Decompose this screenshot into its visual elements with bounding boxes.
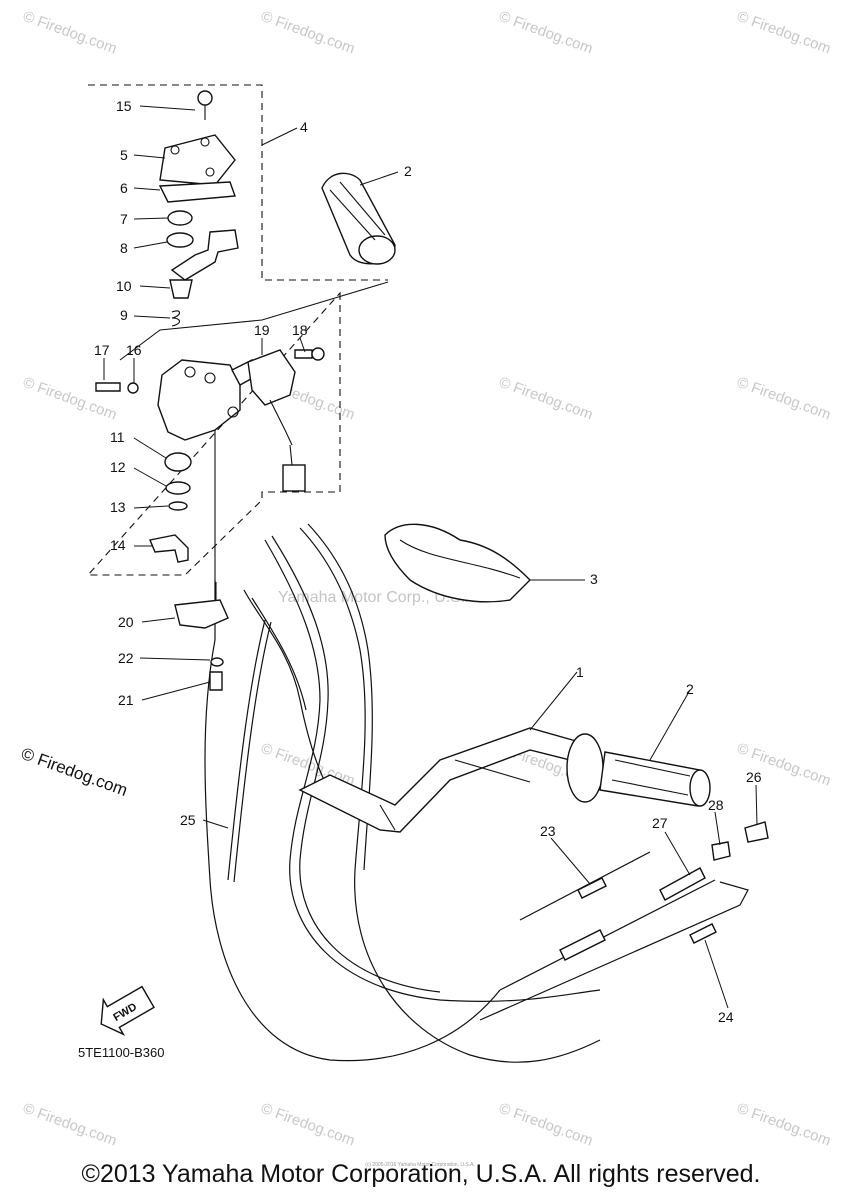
cable-23 bbox=[519, 851, 651, 921]
bushing-11 bbox=[164, 452, 192, 472]
watermark: © Firedog.com bbox=[497, 374, 595, 424]
adjuster-26 bbox=[744, 821, 769, 843]
watermark: © Firedog.com bbox=[497, 8, 595, 58]
callouts: 1 2 2 3 4 5 6 7 8 9 10 11 12 13 14 15 16… bbox=[94, 98, 762, 1025]
bracket bbox=[170, 229, 239, 281]
callout-12: 12 bbox=[110, 459, 126, 475]
spring-9 bbox=[171, 310, 181, 327]
washer-12 bbox=[165, 481, 191, 495]
footer-copyright: ©2013 Yamaha Motor Corporation, U.S.A. A… bbox=[81, 1160, 761, 1188]
cable-24 bbox=[479, 881, 749, 1021]
connector bbox=[282, 464, 306, 492]
callout-22: 22 bbox=[118, 650, 134, 666]
side-copyright: © Firedog.com bbox=[19, 744, 130, 800]
callout-10: 10 bbox=[116, 278, 132, 294]
watermark: © Firedog.com bbox=[21, 374, 119, 424]
callout-19: 19 bbox=[254, 322, 270, 338]
callout-5: 5 bbox=[120, 147, 128, 163]
washer-22 bbox=[210, 657, 224, 667]
callout-14: 14 bbox=[110, 537, 126, 553]
callout-7: 7 bbox=[120, 211, 128, 227]
callout-2: 2 bbox=[404, 163, 412, 179]
watermark: © Firedog.com bbox=[21, 8, 119, 58]
fwd-arrow-icon: FWD bbox=[100, 985, 155, 1036]
diagram-code: 5TE1100-B360 bbox=[78, 1045, 165, 1060]
cable-27 bbox=[499, 867, 716, 991]
callout-15: 15 bbox=[116, 98, 132, 114]
lever-14 bbox=[149, 534, 189, 563]
watermark: © Firedog.com bbox=[259, 1100, 357, 1150]
throttle-housing bbox=[157, 359, 241, 441]
adjuster-28 bbox=[711, 841, 731, 861]
callout-8: 8 bbox=[120, 240, 128, 256]
callout-20: 20 bbox=[118, 614, 134, 630]
watermark: © Firedog.com bbox=[21, 1100, 119, 1150]
washer-13 bbox=[168, 501, 188, 511]
callout-4: 4 bbox=[300, 119, 308, 135]
bolt-21 bbox=[209, 671, 223, 691]
gasket bbox=[158, 181, 236, 203]
callout-27: 27 bbox=[652, 815, 668, 831]
watermark: © Firedog.com bbox=[735, 8, 833, 58]
screw-18 bbox=[294, 349, 313, 359]
watermark: © Firedog.com bbox=[735, 1100, 833, 1150]
watermark: © Firedog.com bbox=[259, 8, 357, 58]
footer-small-text: (c) 2005-2016 Yamaha Motor Corporation, … bbox=[365, 1162, 475, 1168]
switch bbox=[247, 349, 296, 406]
clamp-20 bbox=[174, 599, 229, 629]
callout-25: 25 bbox=[180, 812, 196, 828]
callout-6: 6 bbox=[120, 180, 128, 196]
callout-1: 1 bbox=[576, 664, 584, 680]
callout-23: 23 bbox=[540, 823, 556, 839]
callout-17: 17 bbox=[94, 342, 110, 358]
leader-lines bbox=[103, 105, 758, 1009]
callout-9: 9 bbox=[120, 307, 128, 323]
callout-13: 13 bbox=[110, 499, 126, 515]
grip-lower bbox=[599, 751, 711, 807]
handlebar bbox=[298, 727, 604, 833]
center-watermark: Yamaha Motor Corp., U.S.A. bbox=[278, 589, 480, 606]
cover bbox=[159, 134, 236, 186]
callout-24: 24 bbox=[718, 1009, 734, 1025]
nut-7 bbox=[167, 210, 193, 226]
callout-16: 16 bbox=[126, 342, 142, 358]
callout-18: 18 bbox=[292, 322, 308, 338]
screw-17 bbox=[95, 382, 121, 392]
callout-3: 3 bbox=[590, 571, 598, 587]
grip-upper bbox=[321, 172, 396, 265]
callout-11: 11 bbox=[110, 429, 125, 445]
callout-26: 26 bbox=[746, 769, 762, 785]
assembly-outline bbox=[86, 84, 388, 576]
watermark: © Firedog.com bbox=[735, 374, 833, 424]
watermark: © Firedog.com bbox=[497, 1100, 595, 1150]
washer-8 bbox=[166, 232, 194, 248]
callout-21: 21 bbox=[118, 692, 134, 708]
callout-28: 28 bbox=[708, 797, 724, 813]
collar-10 bbox=[169, 279, 193, 299]
washer-16b bbox=[127, 382, 139, 394]
callout-2: 2 bbox=[686, 681, 694, 697]
screw-15 bbox=[197, 90, 213, 106]
